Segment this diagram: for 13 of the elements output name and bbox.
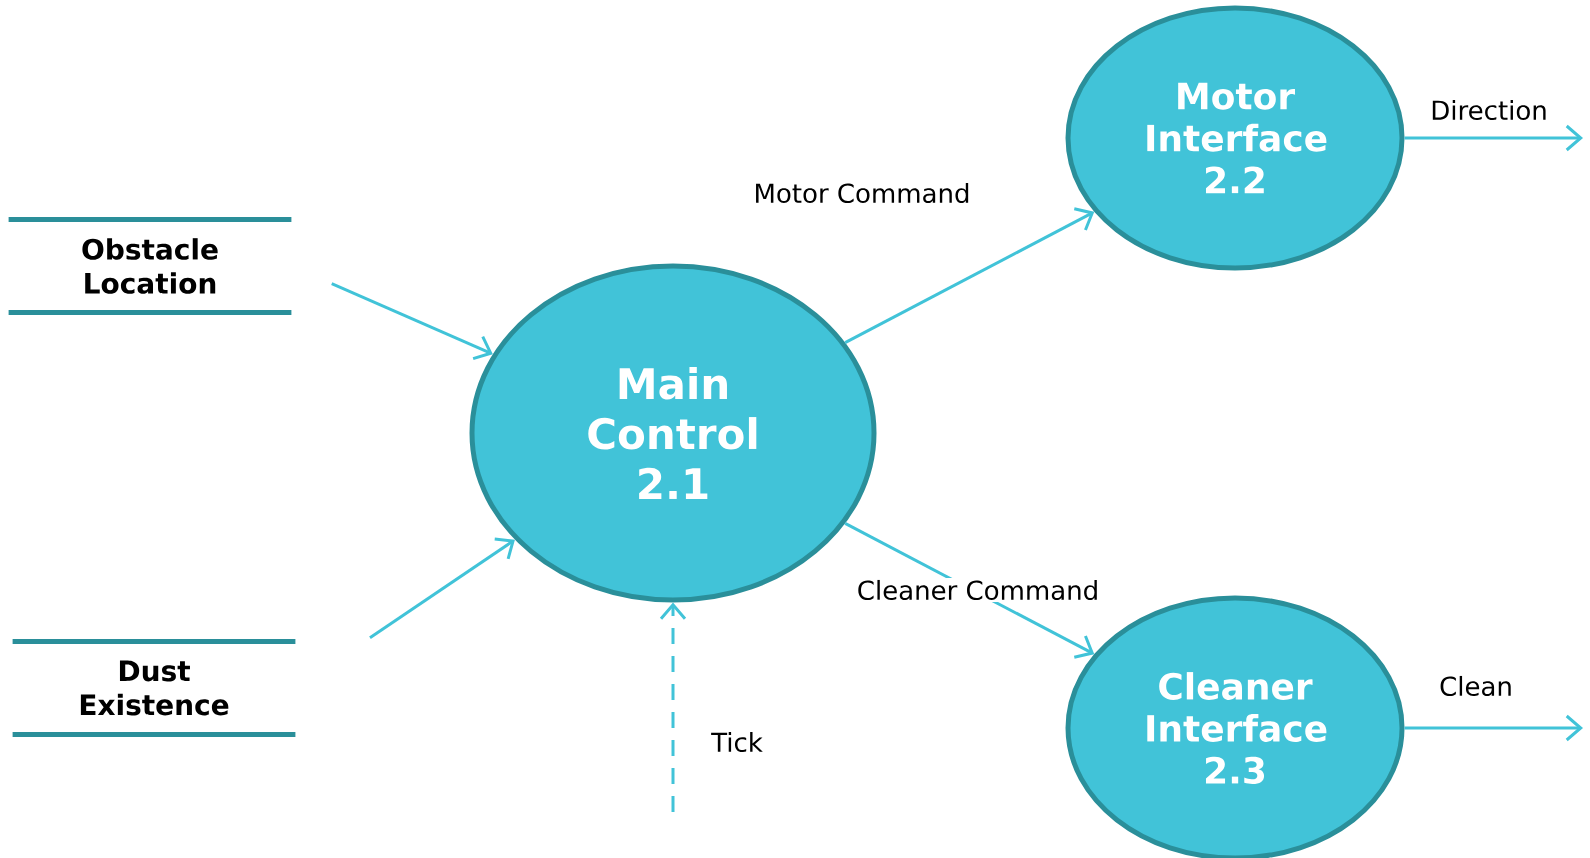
arrow (1404, 124, 1583, 152)
edge-label: Clean (1437, 673, 1515, 699)
edge-label: Tick (709, 729, 765, 755)
arrow (331, 282, 493, 361)
arrow (369, 537, 515, 639)
edge-label: Motor Command (751, 180, 973, 206)
edge-label: Direction (1428, 97, 1550, 123)
data-store: Obstacle Location (8, 217, 292, 315)
arrow (659, 602, 687, 812)
arrow (844, 207, 1095, 344)
data-store: Dust Existence (12, 639, 296, 737)
arrow (1404, 714, 1583, 742)
edge-label: Cleaner Command (854, 577, 1102, 603)
